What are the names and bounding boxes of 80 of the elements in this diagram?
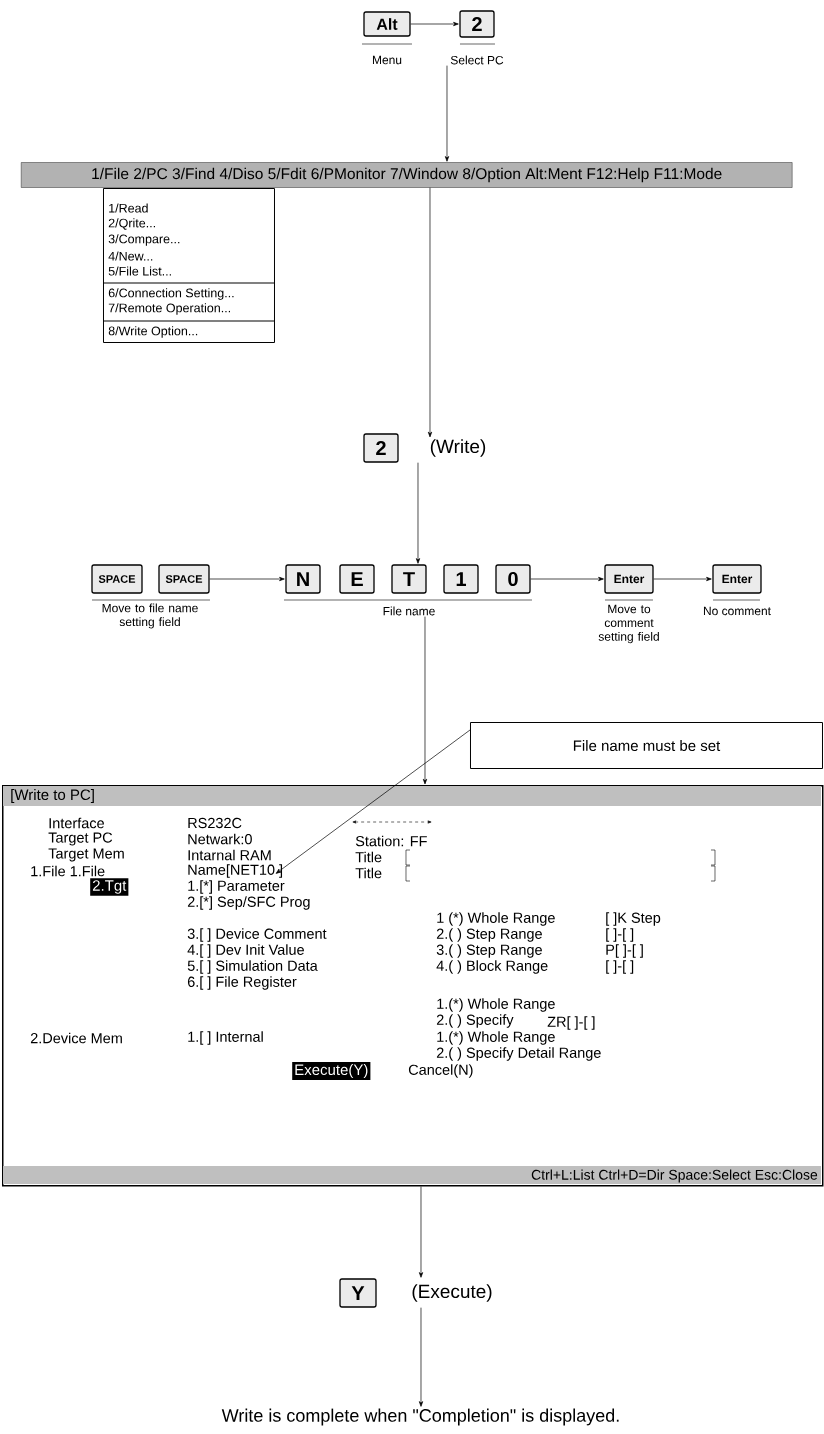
screen-text: Intarnal RAM <box>188 849 271 861</box>
screen-text: Name[NET10 ] <box>188 864 283 878</box>
key: 0 <box>495 564 531 594</box>
screen-text: 3.[ ] Device Comment <box>187 928 327 942</box>
key-caption: Select PC <box>450 43 504 65</box>
screen-text: 2.( ) Step Range <box>436 928 542 942</box>
screen-text: Interface <box>49 817 104 829</box>
leader-line <box>275 729 471 874</box>
screen-text: 1.File 1.File <box>31 865 105 877</box>
key: T <box>391 564 427 594</box>
key: Y <box>339 1278 377 1308</box>
callout-box: File name must be set <box>470 722 823 769</box>
status-bar: Ctrl+L:List Ctrl+D=Dir Space:Select Esc:Close <box>3 1166 821 1184</box>
arrow <box>209 576 285 582</box>
screen-text: 1.[ ] Internal <box>188 1031 263 1045</box>
key: E <box>339 564 375 594</box>
arrow <box>427 187 433 438</box>
menu-item: 4/New... <box>108 251 153 261</box>
key-caption: Menu <box>361 43 413 65</box>
screen-text: 1.(*) Whole Range <box>437 998 555 1012</box>
screen-text: Target Mem <box>48 848 124 862</box>
key: 1 <box>443 564 479 594</box>
arrow <box>530 576 604 582</box>
key-caption: (Execute) <box>412 1284 492 1302</box>
screen-text: 3.( ) Step Range <box>436 944 542 958</box>
key: Alt <box>363 11 411 37</box>
screen-text: [ ]-[ ] <box>606 928 634 942</box>
screen-text: 4.( ) Block Range <box>436 960 548 974</box>
title-bar: [Write to PC] <box>3 786 821 806</box>
screen-text: 2.( ) Specify <box>436 1014 514 1028</box>
result-text: Write is complete when "Completion" is displayed. <box>221 1408 619 1426</box>
menu-bar: 1/File 2/PC 3/Find 4/Diso 5/Fdit 6/PMonitor 7/Window 8/Option Alt:Ment F12:Help F11:Mode <box>21 162 793 188</box>
key: N <box>285 564 321 594</box>
key: Enter <box>604 564 654 594</box>
screen-text: 6.[ ] File Register <box>187 976 297 990</box>
screen-text: Netwark:0 <box>188 833 252 845</box>
screen-text: 4.[ ] Dev Init Value <box>187 944 304 958</box>
arrow <box>418 1307 424 1407</box>
key-caption: File name <box>283 599 533 616</box>
screen-text: Title <box>355 867 382 879</box>
key-caption: Move to file name setting field <box>91 599 211 629</box>
screen-text: [ ]K Step <box>606 912 661 926</box>
highlighted-item: 2.Tgt <box>90 878 129 896</box>
arrow <box>444 65 450 162</box>
arrow <box>418 1186 424 1278</box>
screen-text: 2.Device Mem <box>30 1032 122 1044</box>
key: 2 <box>363 433 399 463</box>
screen-text: 1.[*] Parameter <box>188 880 285 894</box>
screen-text: 1.(*) Whole Range <box>437 1031 555 1045</box>
arrow <box>422 616 428 785</box>
menu-item: 3/Compare... <box>108 234 180 246</box>
arrow <box>653 576 712 582</box>
screen-text: Cancel(N) <box>408 1064 473 1078</box>
key: Enter <box>712 564 762 594</box>
menu-item: 2/Qrite... <box>108 218 155 230</box>
screen-text: ZR[ ]-[ ] <box>547 1016 595 1030</box>
screen-text: Station: FF <box>355 835 427 847</box>
screen-text: Target PC <box>48 832 113 846</box>
menu-item: 7/Remote Operation... <box>108 303 230 315</box>
arrow <box>415 462 421 564</box>
screen-text: 2.( ) Specify Detail Range <box>436 1047 601 1061</box>
key-caption: (Write) <box>430 439 486 457</box>
key: SPACE <box>158 564 210 594</box>
key-caption: Move to comment setting field <box>598 599 659 644</box>
screen-text: P[ ]-[ ] <box>606 944 643 958</box>
menu-item: 8/Write Option... <box>108 326 198 338</box>
key: 2 <box>459 10 495 38</box>
menu-item: 1/Read <box>109 203 148 213</box>
screen-text: 1 (*) Whole Range <box>437 912 555 926</box>
key-caption: No comment <box>703 599 771 616</box>
arrow <box>410 21 459 27</box>
menu-item: 5/File List... <box>108 266 171 276</box>
highlighted-item: Execute(Y) <box>292 1062 371 1080</box>
screen-text: [ ]-[ ] <box>606 960 634 974</box>
menu-item: 6/Connection Setting... <box>108 288 234 300</box>
key: SPACE <box>91 564 143 594</box>
screen-text: Title <box>355 851 382 863</box>
screen-text: 5.[ ] Simulation Data <box>187 960 318 974</box>
screen-text: 2.[*] Sep/SFC Prog <box>187 896 310 910</box>
screen-text: RS232C <box>188 817 242 829</box>
